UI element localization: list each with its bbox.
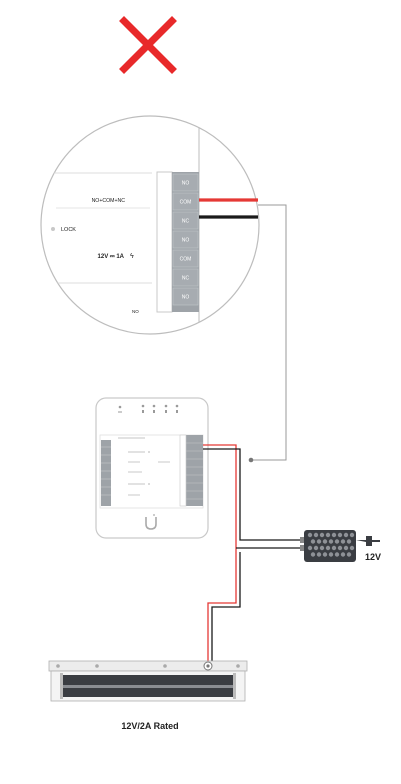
vent-hole: [313, 545, 319, 551]
red-x-icon: [119, 16, 177, 74]
vent-hole: [307, 532, 313, 538]
vent-hole: [328, 539, 334, 544]
terminal-label: NO: [182, 238, 190, 244]
vent-hole: [319, 545, 325, 551]
terminal-strip: NO COM NC NO COM NC NO: [172, 172, 199, 312]
zoom-leader-line: [251, 204, 287, 461]
terminal-com: COM: [172, 192, 199, 211]
terminal-label: COM: [180, 257, 192, 263]
vent-hole: [346, 552, 352, 557]
terminal-label: NC: [182, 219, 190, 225]
vent-hole: [310, 539, 316, 544]
relay-label-bottom: NO: [132, 309, 139, 314]
vent-hole: [325, 532, 331, 538]
vent-hole: [337, 545, 343, 551]
vent-hole: [316, 539, 322, 544]
power-adapter-icon: [300, 530, 380, 562]
vent-hole: [322, 539, 328, 544]
vent-hole: [322, 552, 328, 557]
terminal-nc: NC: [172, 211, 199, 230]
vent-hole: [319, 532, 325, 538]
power-rating-label: 12V ⎓ 1A: [98, 254, 125, 260]
terminal-nc: NC: [172, 268, 199, 287]
vent-hole: [349, 545, 355, 551]
vent-hole: [307, 545, 313, 551]
power-supply-label: 12V: [365, 552, 381, 562]
terminal-com: COM: [172, 249, 199, 268]
vent-hole: [328, 552, 334, 557]
magnetic-lock-icon: [48, 660, 248, 702]
vent-hole: [313, 532, 319, 538]
terminal-no: NO: [172, 173, 199, 192]
right-terminal-block: [186, 435, 203, 506]
vent-hole: [349, 532, 355, 538]
bolt-icon: ϟ: [130, 253, 134, 260]
zoom-detail-panel: NO COM NC NO COM NC NO NO+COM+NC LOCK 12V ⎓ 1A…: [40, 115, 260, 335]
vent-hole: [340, 539, 346, 544]
vent-hole: [310, 552, 316, 557]
vent-hole: [343, 532, 349, 538]
vent-hole: [334, 539, 340, 544]
terminal-no: NO: [172, 230, 199, 249]
left-terminal-block: [101, 440, 111, 506]
vent-hole: [343, 545, 349, 551]
controller-wiring: [203, 444, 303, 666]
vent-hole: [337, 532, 343, 538]
vent-hole: [331, 545, 337, 551]
vent-hole: [340, 552, 346, 557]
vent-hole: [325, 545, 331, 551]
vent-hole: [331, 532, 337, 538]
relay-label-upper: NO+COM+NC: [92, 198, 126, 204]
black-wire-3: [211, 552, 241, 666]
terminal-label: NC: [182, 276, 190, 282]
leader-dot: [248, 457, 254, 463]
terminal-label: COM: [180, 200, 192, 206]
access-controller: [95, 397, 209, 539]
vent-hole: [334, 552, 340, 557]
terminal-label: NO: [182, 295, 190, 301]
terminal-label: NO: [182, 181, 190, 187]
red-wire: [203, 444, 237, 666]
terminal-no: NO: [172, 287, 199, 306]
maglock-rating-label: 12V/2A Rated: [121, 721, 178, 731]
lock-label: LOCK: [61, 227, 76, 233]
black-wire: [203, 448, 303, 541]
vent-hole: [346, 539, 352, 544]
u-logo-icon: [145, 514, 157, 530]
vent-hole: [316, 552, 322, 557]
